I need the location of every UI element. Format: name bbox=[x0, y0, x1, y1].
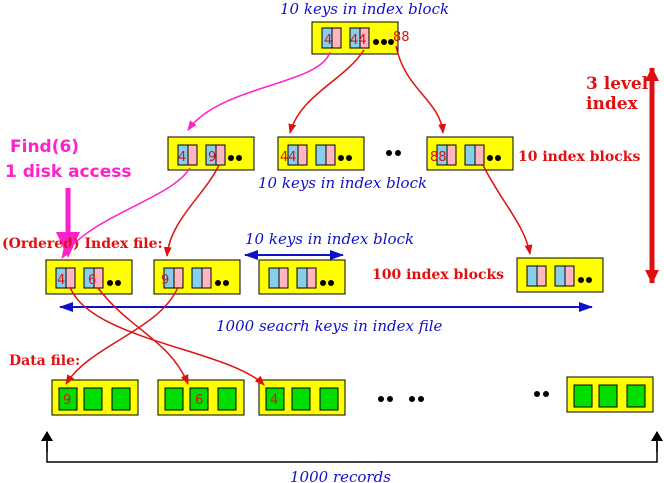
key-label: 4 bbox=[324, 33, 332, 48]
data-block-3: 4 bbox=[258, 379, 346, 416]
key-label: 4 bbox=[57, 273, 65, 288]
pointer-arrow bbox=[395, 45, 447, 134]
pointer-arrow bbox=[65, 286, 179, 385]
level3-block-4 bbox=[516, 257, 604, 293]
data-block-4 bbox=[566, 376, 654, 413]
lower-keys-label: 10 keys in index block bbox=[245, 230, 414, 248]
search-path-arrow bbox=[61, 167, 191, 259]
ten-index-blocks-label: 10 index blocks bbox=[518, 149, 640, 165]
data-file-label: Data file: bbox=[9, 353, 80, 369]
top-index-block: 4 44 88 bbox=[311, 21, 410, 55]
level3-block-1: 4 6 bbox=[45, 259, 133, 295]
key-label: 9 bbox=[161, 273, 169, 288]
level2-block-2: 44 bbox=[277, 136, 365, 171]
key-label: 44 bbox=[350, 33, 367, 48]
data-block-2: 6 bbox=[157, 379, 245, 416]
level3-block-2: 9 bbox=[153, 259, 241, 295]
records-bracket bbox=[46, 435, 658, 463]
pointer-arrow bbox=[288, 49, 365, 134]
key-label: 88 bbox=[430, 150, 447, 165]
key-label: 9 bbox=[208, 150, 216, 165]
level2-block-3: 88 bbox=[426, 136, 514, 171]
level2-block-1: 4 9 bbox=[167, 136, 255, 171]
level3-block-3 bbox=[258, 259, 346, 295]
pointer-arrow bbox=[163, 164, 220, 257]
pointer-arrow bbox=[482, 164, 533, 255]
key-label: 4 bbox=[270, 393, 278, 408]
top-keys-label: 10 keys in index block bbox=[280, 0, 449, 18]
three-level-label: 3 level bbox=[586, 74, 649, 94]
key-label: 6 bbox=[195, 393, 203, 408]
hundred-index-blocks-label: 100 index blocks bbox=[372, 267, 504, 283]
ordered-index-file-label: (Ordered) Index file: bbox=[2, 236, 163, 252]
pointer-arrow bbox=[97, 287, 189, 385]
key-label: 6 bbox=[88, 273, 96, 288]
index-label: index bbox=[586, 94, 639, 114]
disk-access-label: 1 disk access bbox=[5, 162, 131, 182]
search-keys-label: 1000 seacrh keys in index file bbox=[216, 317, 443, 335]
key-label: 44 bbox=[280, 150, 297, 165]
mid-keys-label: 10 keys in index block bbox=[258, 174, 427, 192]
find-label: Find(6) bbox=[10, 137, 79, 157]
records-label: 1000 records bbox=[290, 468, 391, 483]
key-label: 9 bbox=[63, 393, 71, 408]
find-arrow-head bbox=[56, 232, 80, 258]
ellipsis-data bbox=[378, 391, 549, 402]
data-block-1: 9 bbox=[51, 379, 139, 416]
search-path-arrow bbox=[187, 51, 331, 131]
pointer-arrow bbox=[69, 286, 265, 386]
key-label: 88 bbox=[393, 30, 410, 45]
ellipsis-level2 bbox=[386, 150, 401, 156]
key-label: 4 bbox=[178, 150, 186, 165]
